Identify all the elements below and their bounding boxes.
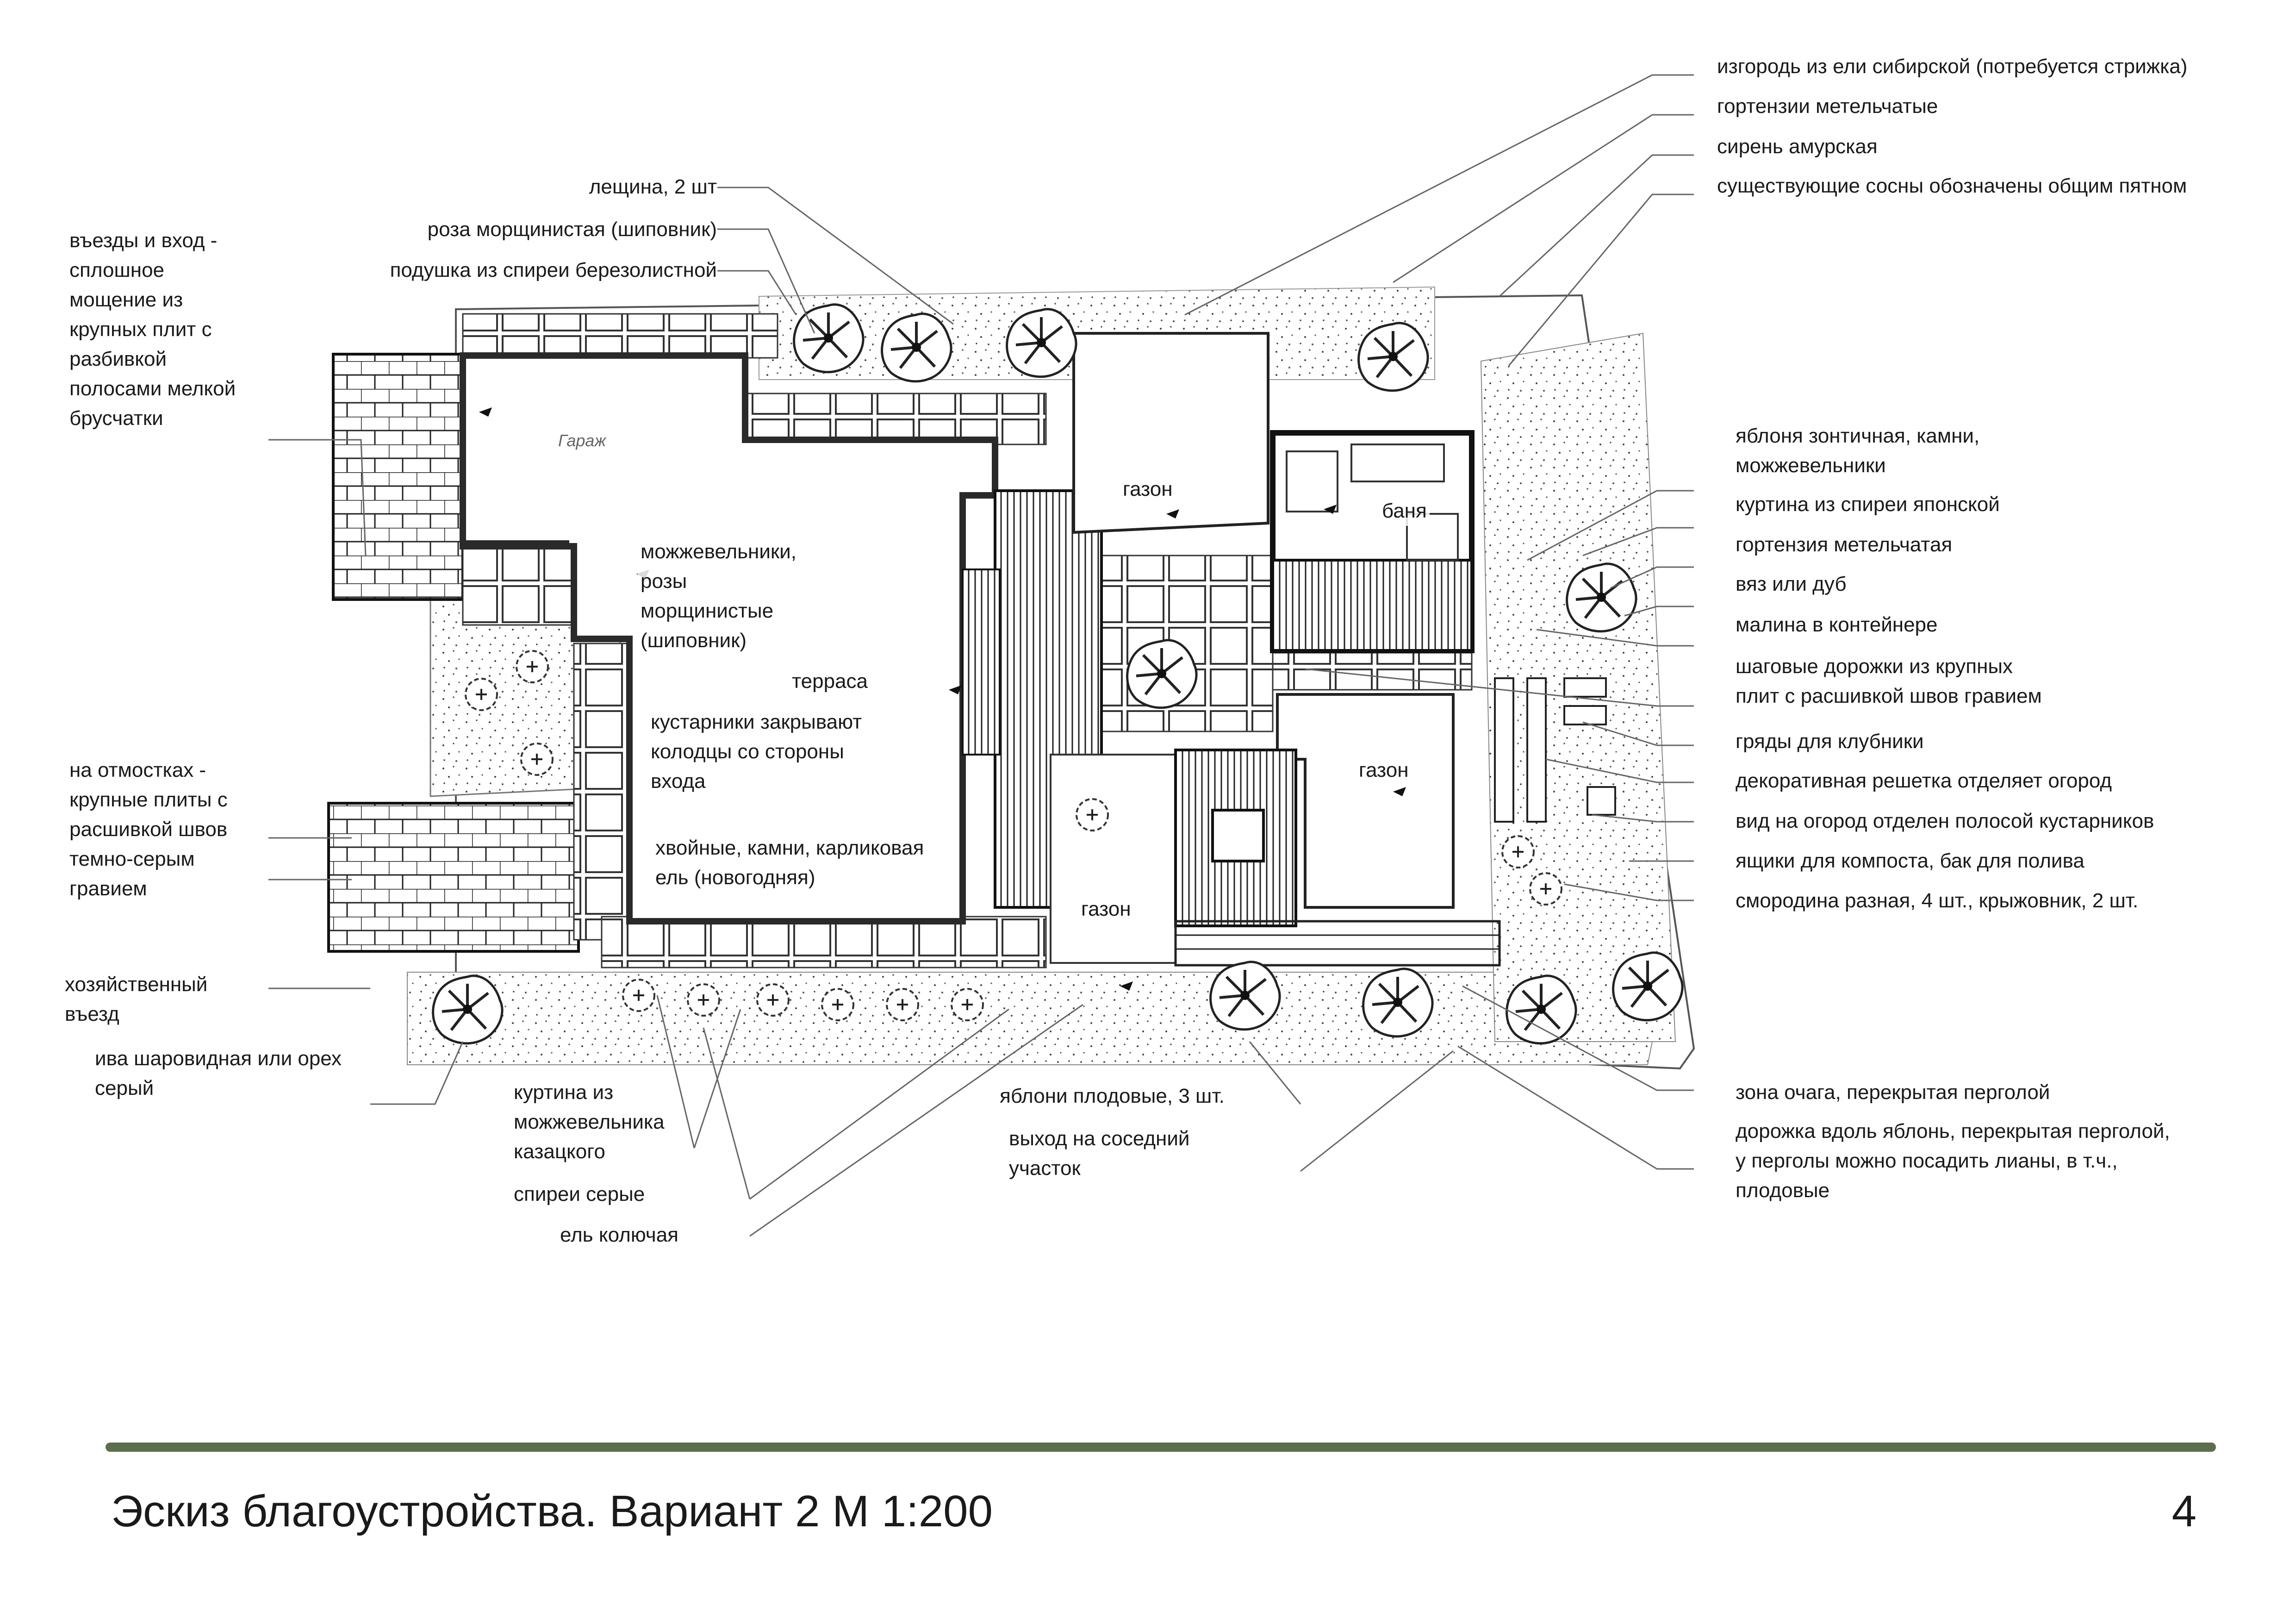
- bath-house-label: баня: [1379, 496, 1430, 526]
- annotation-shrubs-wells: кустарники закрывают колодцы со стороны …: [648, 707, 865, 796]
- annotation-rugosa-rose: роза морщинистая (шиповник): [427, 218, 717, 241]
- annotation-service-entrance: хозяйственный въезд: [65, 973, 208, 1025]
- annotation-decorative-lattice: декоративная решетка отделяет огород: [1736, 769, 2112, 792]
- annotation-existing-pines: существующие сосны обозначены общим пятн…: [1717, 175, 2187, 197]
- annotation-elm-oak: вяз или дуб: [1736, 573, 1847, 595]
- page-number: 4: [2172, 1487, 2196, 1536]
- annotation-stepping-paths: шаговые дорожки из крупных плит с расшив…: [1736, 655, 2042, 707]
- annotation-conifers-stones: хвойные, камни, карликовая ель (новогодн…: [653, 833, 927, 893]
- annotation-entrances-paving: въезды и вход - сплошное мощение из круп…: [69, 229, 236, 430]
- lawn-label-2: газон: [1356, 756, 1412, 785]
- annotation-spruce-hedge: изгородь из ели сибирской (потребуется с…: [1717, 55, 2188, 78]
- annotation-raspberry: малина в контейнере: [1736, 613, 1938, 636]
- annotation-juniper-sabina: куртина из можжевельника казацкого: [514, 1081, 665, 1163]
- annotation-fire-pit-pergola: зона очага, перекрытая перголой: [1736, 1081, 2050, 1104]
- annotation-compost-boxes: ящики для компоста, бак для полива: [1736, 849, 2084, 872]
- annotation-japanese-spirea: куртина из спиреи японской: [1736, 493, 2000, 516]
- annotation-spirea-cushion: подушка из спиреи березолистной: [390, 259, 717, 281]
- annotation-junipers-roses: можжевельники, розы морщинистые (шиповни…: [638, 537, 799, 656]
- page-title: Эскиз благоустройства. Вариант 2 М 1:200: [111, 1487, 993, 1536]
- garage-label: Гараж: [558, 431, 606, 450]
- annotation-blind-area-plates: на отмостках - крупные плиты с расшивкой…: [69, 759, 228, 900]
- annotation-willow-walnut: ива шаровидная или орех серый: [95, 1047, 342, 1099]
- annotation-grey-spirea: спиреи серые: [514, 1183, 645, 1206]
- annotation-neighbor-exit: выход на соседний участок: [1009, 1127, 1190, 1180]
- lawn-label-3: газон: [1078, 894, 1134, 924]
- annotation-shrub-screen: вид на огород отделен полосой кустарнико…: [1736, 810, 2154, 832]
- terrace-label: терраса: [789, 667, 871, 696]
- annotation-blue-spruce: ель колючая: [560, 1224, 679, 1246]
- annotation-apple-path-pergola: дорожка вдоль яблонь, перекрытая перголо…: [1736, 1120, 2170, 1202]
- annotation-hydrangeas: гортензии метельчатые: [1717, 95, 1938, 118]
- annotation-hazel: лещина, 2 шт: [589, 175, 717, 198]
- annotation-hydrangea: гортензия метельчатая: [1736, 533, 1953, 556]
- annotation-strawberry-beds: гряды для клубники: [1736, 730, 1924, 753]
- annotation-umbrella-apple: яблоня зонтичная, камни, можжевельники: [1736, 425, 1980, 477]
- annotation-fruit-apples: яблони плодовые, 3 шт.: [1000, 1085, 1225, 1107]
- annotation-currants: смородина разная, 4 шт., крыжовник, 2 шт…: [1736, 889, 2139, 912]
- annotation-amur-lilac: сирень амурская: [1717, 135, 1878, 158]
- lawn-label-1: газон: [1120, 475, 1176, 504]
- footer-divider: [106, 1443, 2216, 1452]
